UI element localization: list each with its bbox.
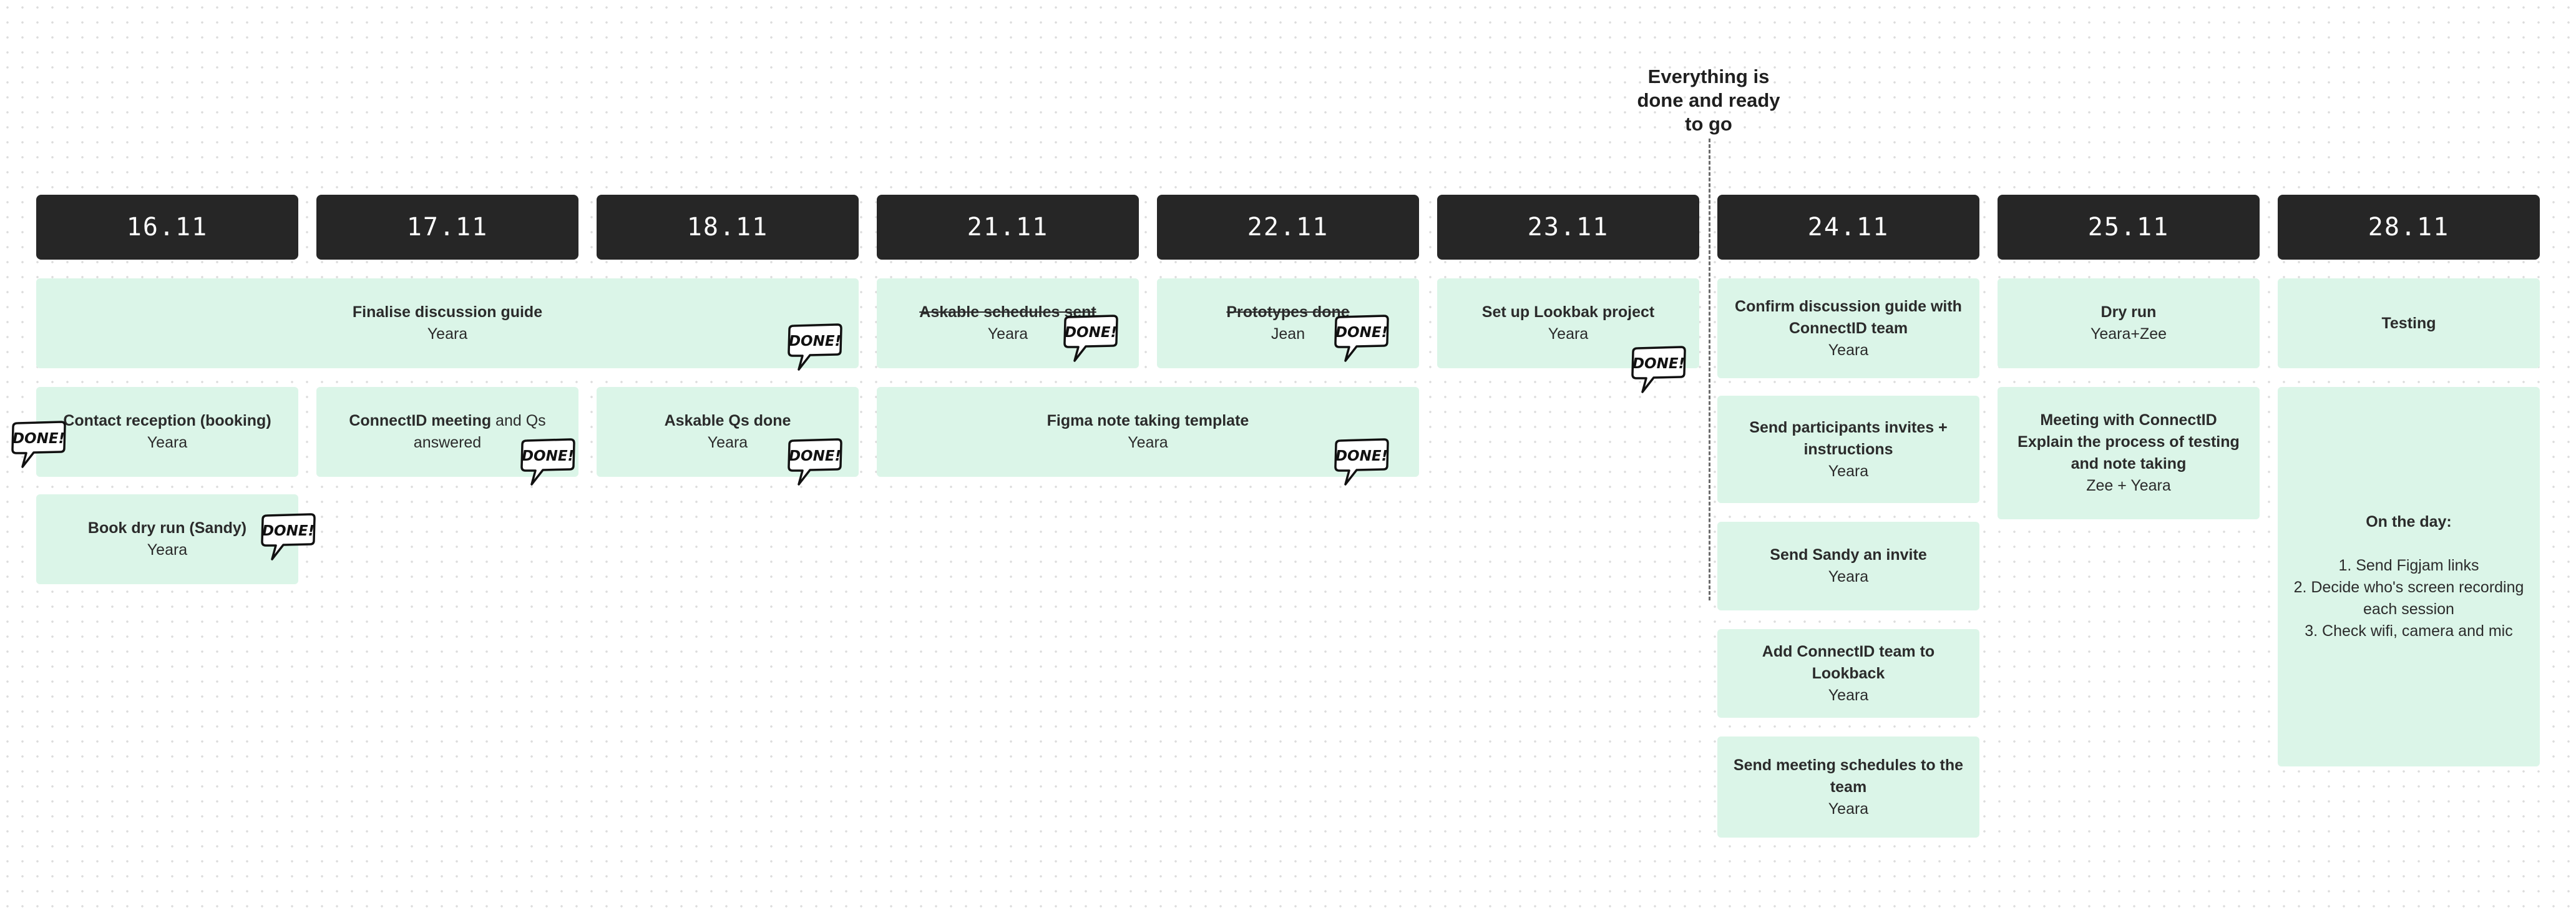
done-sticker[interactable]: DONE! [518, 437, 575, 488]
task-title: Send Sandy an invite [1770, 546, 1927, 564]
done-sticker[interactable]: DONE! [9, 419, 66, 471]
task-owner: Yeara+Zee [2090, 325, 2167, 343]
task-card-figma-template[interactable]: Figma note taking template Yeara [877, 387, 1419, 477]
task-card-send-meeting-schedules[interactable]: Send meeting schedules to the team Yeara [1717, 736, 1979, 838]
task-owner: Yeara [1828, 568, 1869, 585]
task-owner: Yeara [987, 325, 1028, 343]
date-header-24-11[interactable]: 24.11 [1717, 195, 1979, 260]
list-item: 2. Decide who's screen recording each se… [2293, 579, 2524, 618]
svg-text:DONE!: DONE! [1335, 325, 1388, 341]
task-title: On the day: [2366, 513, 2452, 531]
task-owner: Yeara [1828, 341, 1869, 359]
task-card-finalise-discussion-guide[interactable]: Finalise discussion guide Yeara [36, 278, 859, 368]
task-card-dry-run[interactable]: Dry run Yeara+Zee [1998, 278, 2260, 368]
task-owner: Yeara [707, 434, 748, 451]
task-title: Askable Qs done [664, 412, 791, 429]
task-owner: Yeara [1128, 434, 1168, 451]
done-sticker[interactable]: DONE! [785, 322, 842, 373]
task-owner: Zee + Yeara [2086, 477, 2171, 494]
on-the-day-list: 1. Send Figjam links 2. Decide who's scr… [2291, 555, 2526, 642]
svg-text:DONE!: DONE! [522, 448, 574, 464]
task-title: Meeting with ConnectID [2040, 411, 2217, 429]
task-title: Send meeting schedules to the team [1733, 756, 1964, 796]
date-header-25-11[interactable]: 25.11 [1998, 195, 2260, 260]
date-header-28-11[interactable]: 28.11 [2278, 195, 2540, 260]
list-item: 3. Check wifi, camera and mic [2305, 622, 2513, 640]
task-card-connectid-meeting[interactable]: ConnectID meeting and Qs answered [316, 387, 578, 477]
svg-text:DONE!: DONE! [789, 333, 841, 350]
date-header-23-11[interactable]: 23.11 [1437, 195, 1699, 260]
task-card-book-dry-run[interactable]: Book dry run (Sandy) Yeara [36, 494, 298, 584]
svg-text:DONE!: DONE! [789, 448, 841, 464]
task-title-rest: and Qs [491, 412, 546, 429]
task-title: Set up Lookbak project [1481, 303, 1655, 321]
task-owner: Yeara [147, 434, 188, 451]
date-header-21-11[interactable]: 21.11 [877, 195, 1139, 260]
task-card-lookbak-project[interactable]: Set up Lookbak project Yeara [1437, 278, 1699, 368]
done-sticker[interactable]: DONE! [1061, 313, 1118, 364]
task-title: Send participants invites + instructions [1749, 418, 1948, 458]
svg-text:DONE!: DONE! [1065, 325, 1117, 341]
task-owner: Yeara [1828, 800, 1869, 818]
task-owner: Yeara [1548, 325, 1589, 343]
task-owner: Yeara [1828, 686, 1869, 704]
task-card-testing[interactable]: Testing [2278, 278, 2540, 368]
task-title: ConnectID meeting [349, 412, 492, 429]
milestone-label: Everything is done and ready to go [1637, 66, 1780, 135]
task-card-on-the-day[interactable]: On the day: 1. Send Figjam links 2. Deci… [2278, 387, 2540, 766]
task-title: Book dry run (Sandy) [87, 519, 247, 537]
date-header-16-11[interactable]: 16.11 [36, 195, 298, 260]
task-owner: Yeara [427, 325, 468, 343]
done-sticker[interactable]: DONE! [1332, 437, 1389, 488]
task-card-confirm-discussion-guide[interactable]: Confirm discussion guide with ConnectID … [1717, 278, 1979, 378]
task-title-line2: answered [413, 434, 482, 451]
task-owner: Jean [1271, 325, 1305, 343]
done-sticker[interactable]: DONE! [1629, 345, 1686, 396]
task-card-meeting-with-connectid[interactable]: Meeting with ConnectID Explain the proce… [1998, 387, 2260, 519]
list-item: 1. Send Figjam links [2338, 557, 2479, 574]
task-title: Prototypes done [1226, 303, 1350, 321]
task-owner: Yeara [1828, 462, 1869, 480]
done-sticker[interactable]: DONE! [1332, 313, 1389, 364]
svg-text:DONE!: DONE! [1632, 356, 1685, 372]
svg-text:DONE!: DONE! [262, 523, 315, 539]
date-header-22-11[interactable]: 22.11 [1157, 195, 1419, 260]
date-header-18-11[interactable]: 18.11 [597, 195, 859, 260]
task-title-2: Explain the process of testing and note … [2017, 433, 2240, 472]
task-title: Dry run [2100, 303, 2157, 321]
task-title: Testing [2381, 314, 2436, 332]
task-title: Figma note taking template [1046, 412, 1249, 429]
task-owner: Yeara [147, 541, 188, 559]
done-sticker[interactable]: DONE! [258, 512, 316, 563]
date-header-17-11[interactable]: 17.11 [316, 195, 578, 260]
svg-text:DONE!: DONE! [1335, 448, 1388, 464]
task-title: Contact reception (booking) [63, 412, 271, 429]
task-title: Finalise discussion guide [352, 303, 543, 321]
task-card-send-participants-invites[interactable]: Send participants invites + instructions… [1717, 396, 1979, 503]
task-card-contact-reception[interactable]: Contact reception (booking) Yeara [36, 387, 298, 477]
svg-text:DONE!: DONE! [12, 431, 65, 447]
task-title: Add ConnectID team to Lookback [1762, 642, 1935, 682]
task-title: Confirm discussion guide with ConnectID … [1735, 297, 1962, 337]
milestone-dashed-line [1709, 139, 1710, 600]
done-sticker[interactable]: DONE! [785, 437, 842, 488]
task-card-send-sandy-invite[interactable]: Send Sandy an invite Yeara [1717, 522, 1979, 610]
task-card-add-team-lookback[interactable]: Add ConnectID team to Lookback Yeara [1717, 629, 1979, 718]
